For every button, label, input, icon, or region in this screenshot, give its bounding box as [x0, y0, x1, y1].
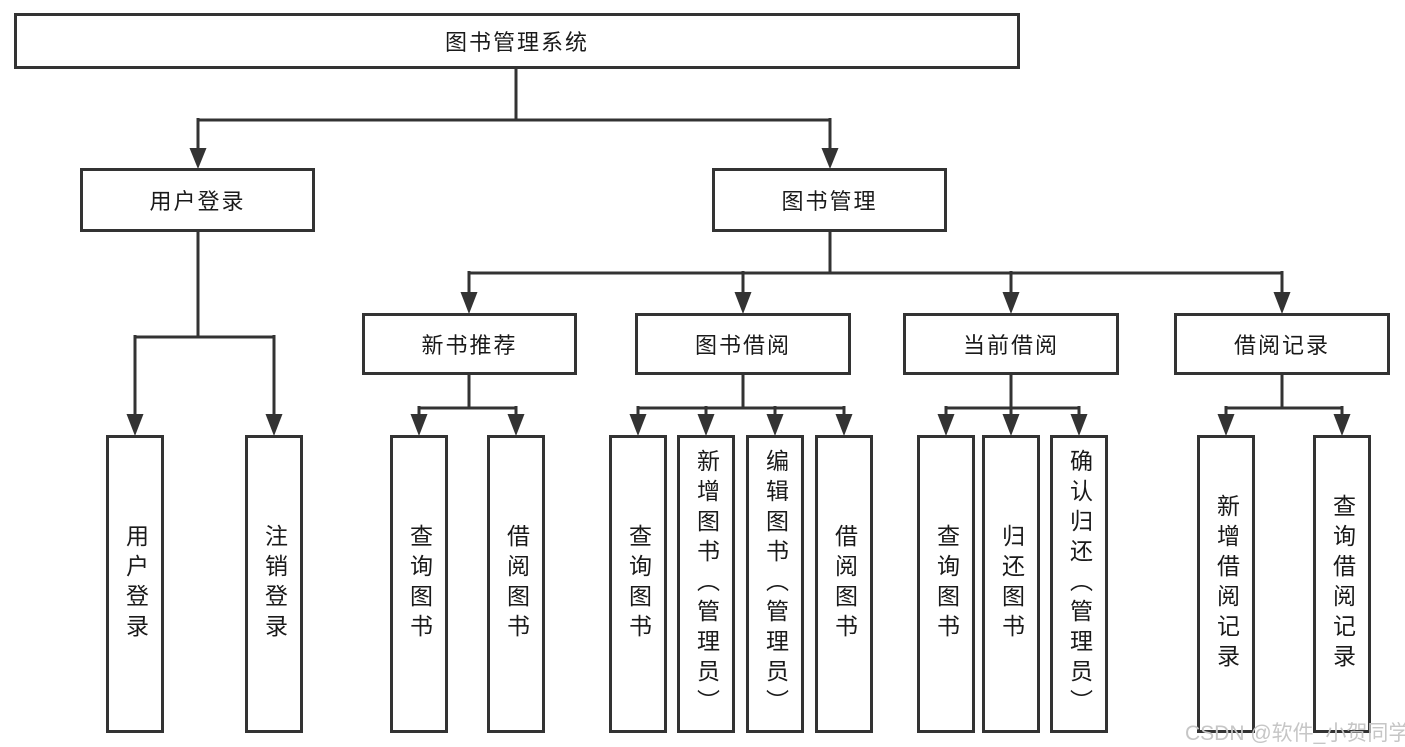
node-label: 图书借阅	[694, 333, 791, 358]
leaf-logout: 注销登录	[245, 435, 303, 733]
node-new-book-recommend: 新书推荐	[362, 313, 577, 375]
connector-book-management-branch	[460, 230, 1291, 314]
leaf-query-books-recommend: 查询图书	[390, 435, 448, 733]
leaf-query-books-current: 查询图书	[917, 435, 975, 733]
leaf-query-borrow-record: 查询借阅记录	[1313, 435, 1371, 733]
leaf-label: 新增图书（管理员）	[693, 449, 720, 719]
csdn-watermark: CSDN @软件_小贺同学	[1185, 722, 1405, 745]
leaf-user-login: 用户登录	[106, 435, 164, 733]
leaf-add-borrow-record: 新增借阅记录	[1197, 435, 1255, 733]
leaf-label: 归还图书	[998, 524, 1025, 644]
leaf-label: 注销登录	[261, 524, 288, 644]
node-book-management: 图书管理	[712, 168, 947, 232]
leaf-edit-book-admin: 编辑图书（管理员）	[746, 435, 804, 733]
leaf-confirm-return-admin: 确认归还（管理员）	[1050, 435, 1108, 733]
connector-borrow-records-branch	[1217, 373, 1351, 436]
leaf-label: 借阅图书	[831, 524, 858, 644]
node-current-borrow: 当前借阅	[903, 313, 1119, 375]
leaf-label: 编辑图书（管理员）	[762, 449, 789, 719]
leaf-return-book: 归还图书	[982, 435, 1040, 733]
leaf-borrow-books: 借阅图书	[815, 435, 873, 733]
leaf-label: 查询图书	[406, 524, 433, 644]
connector-current-borrow-branch	[937, 373, 1088, 436]
node-book-borrow: 图书借阅	[635, 313, 851, 375]
leaf-label: 借阅图书	[503, 524, 530, 644]
leaf-query-books-borrow: 查询图书	[609, 435, 667, 733]
node-label: 图书管理系统	[444, 30, 589, 55]
node-library-management-system: 图书管理系统	[14, 13, 1020, 69]
leaf-label: 查询图书	[933, 524, 960, 644]
node-label: 借阅记录	[1233, 333, 1330, 358]
leaf-label: 确认归还（管理员）	[1066, 449, 1093, 719]
leaf-add-book-admin: 新增图书（管理员）	[677, 435, 735, 733]
leaf-label: 查询借阅记录	[1329, 494, 1356, 674]
connector-user-login-branch	[126, 230, 283, 436]
node-user-login: 用户登录	[80, 168, 315, 232]
leaf-label: 用户登录	[122, 524, 149, 644]
node-label: 当前借阅	[962, 333, 1059, 358]
node-label: 新书推荐	[421, 333, 518, 358]
leaf-label: 查询图书	[625, 524, 652, 644]
connector-new-book-branch	[410, 373, 525, 436]
connector-book-borrow-branch	[629, 373, 853, 436]
node-label: 用户登录	[149, 189, 246, 214]
connector-root-branch	[189, 67, 839, 169]
node-label: 图书管理	[781, 189, 878, 214]
leaf-borrow-books-recommend: 借阅图书	[487, 435, 545, 733]
leaf-label: 新增借阅记录	[1213, 494, 1240, 674]
node-borrow-records: 借阅记录	[1174, 313, 1390, 375]
